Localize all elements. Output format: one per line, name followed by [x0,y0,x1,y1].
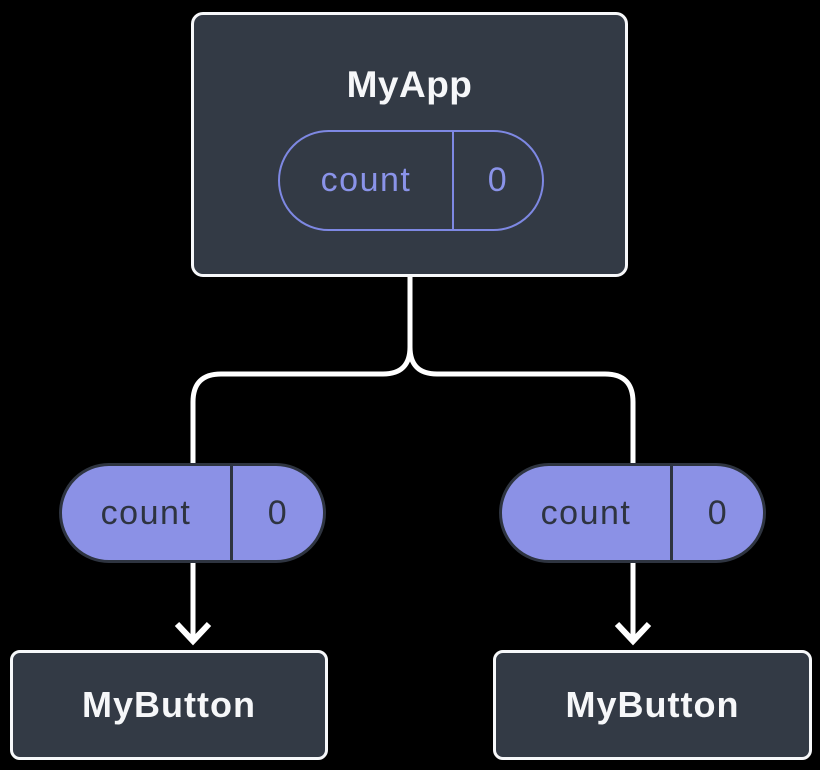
prop-pill-left: count 0 [59,463,326,563]
node-title: MyButton [565,684,740,725]
node-title: MyApp [346,64,473,105]
arrow-head-left-icon [174,621,212,646]
prop-pill-right: count 0 [499,463,766,563]
state-name: count [280,132,454,229]
state-pill: count 0 [278,130,544,231]
state-value: 0 [487,161,509,199]
prop-name: count [502,466,673,560]
branch-line-left [190,276,413,463]
prop-name: count [62,466,233,560]
tree-node-mybutton-left: MyButton [10,650,328,760]
tree-node-mybutton-right: MyButton [493,650,812,760]
node-title: MyButton [82,684,256,725]
prop-value: 0 [707,493,729,532]
branch-line-right [407,276,636,463]
tree-node-myapp: MyApp count 0 [191,12,628,277]
arrow-head-right-icon [614,621,652,646]
prop-value: 0 [267,493,289,532]
